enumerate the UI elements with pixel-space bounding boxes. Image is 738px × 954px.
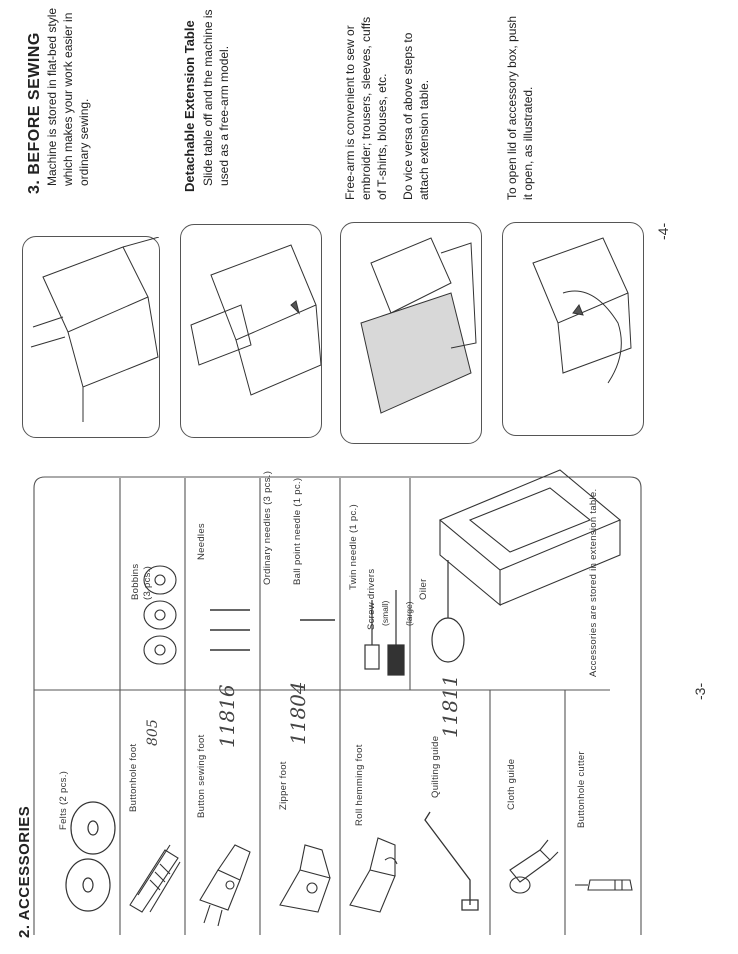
accessory-box-illustration-box [502, 222, 644, 436]
extension-table-subtitle: Detachable Extension Table [182, 20, 197, 192]
slide-table-drawing [190, 244, 322, 396]
reverse-steps-text: Do vice versa of above steps to attach e… [401, 32, 431, 200]
free-arm-text: Free-arm is convenient to sew or embroid… [343, 16, 389, 200]
slide-table-illustration-box [180, 224, 322, 438]
slide-table-text: Slide table off and the machine is used … [201, 9, 231, 186]
free-arm-drawing [360, 237, 477, 414]
page-number-3: -3- [692, 682, 708, 700]
flatbed-machine-drawing [30, 236, 160, 422]
flatbed-illustration-box [22, 236, 160, 438]
intro-text: Machine is stored in flat-bed style whic… [45, 7, 91, 186]
page-number-4: -4- [655, 222, 671, 240]
accessory-box-drawing [532, 237, 632, 384]
free-arm-illustration-box [340, 222, 482, 444]
before-sewing-title: 3. BEFORE SEWING [26, 32, 43, 194]
storage-note: Accessories are stored in extension tabl… [588, 488, 599, 677]
accessory-box-text: To open lid of accessory box, push it op… [505, 15, 535, 200]
